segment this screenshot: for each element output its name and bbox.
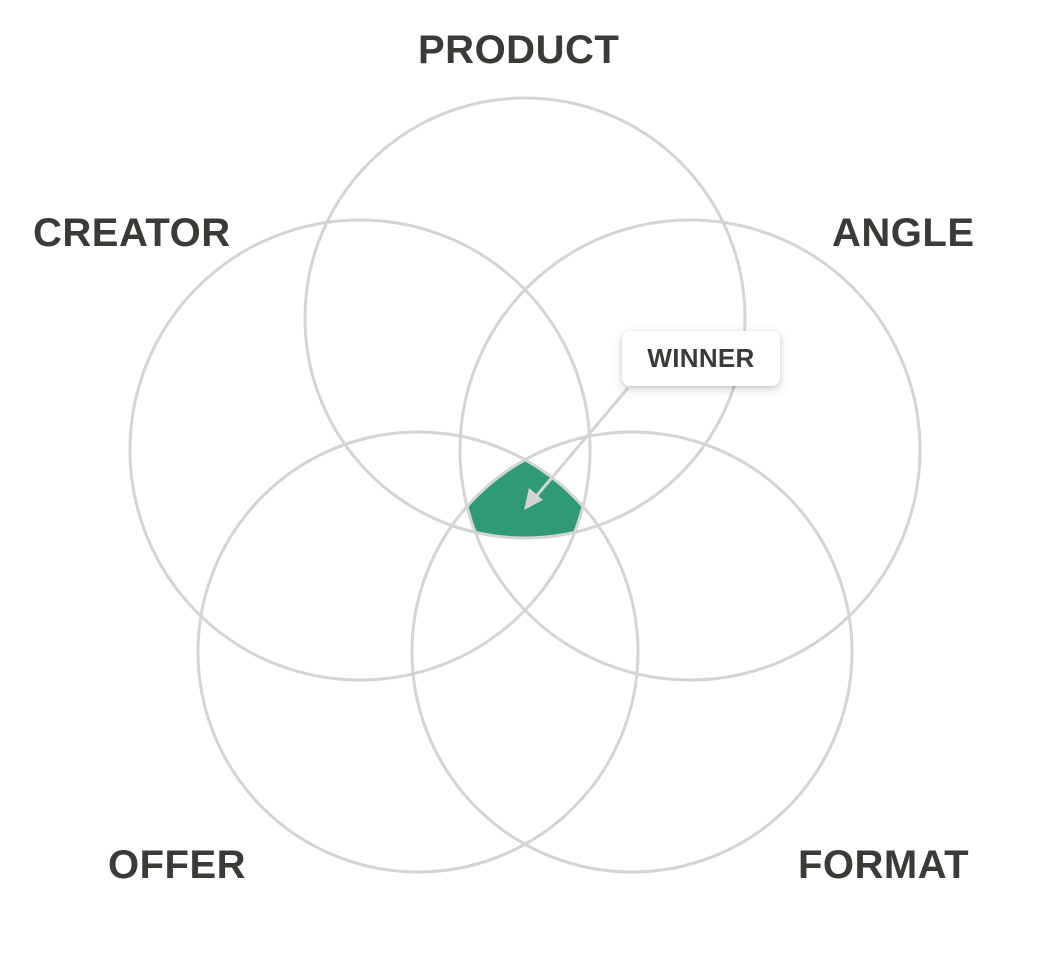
winner-callout: WINNER <box>622 331 780 386</box>
label-format: FORMAT <box>798 843 970 887</box>
label-product: PRODUCT <box>418 28 620 72</box>
circle-offer <box>196 430 640 874</box>
circle-angle <box>458 218 922 682</box>
circle-format <box>410 430 854 874</box>
winner-arrowhead <box>524 488 543 510</box>
label-angle: ANGLE <box>832 211 975 255</box>
circle-creator <box>128 218 592 682</box>
label-creator: CREATOR <box>33 211 231 255</box>
label-offer: OFFER <box>108 843 247 887</box>
circle-product <box>303 96 747 540</box>
winner-arrow <box>533 387 630 500</box>
winner-callout-text: WINNER <box>647 343 755 373</box>
